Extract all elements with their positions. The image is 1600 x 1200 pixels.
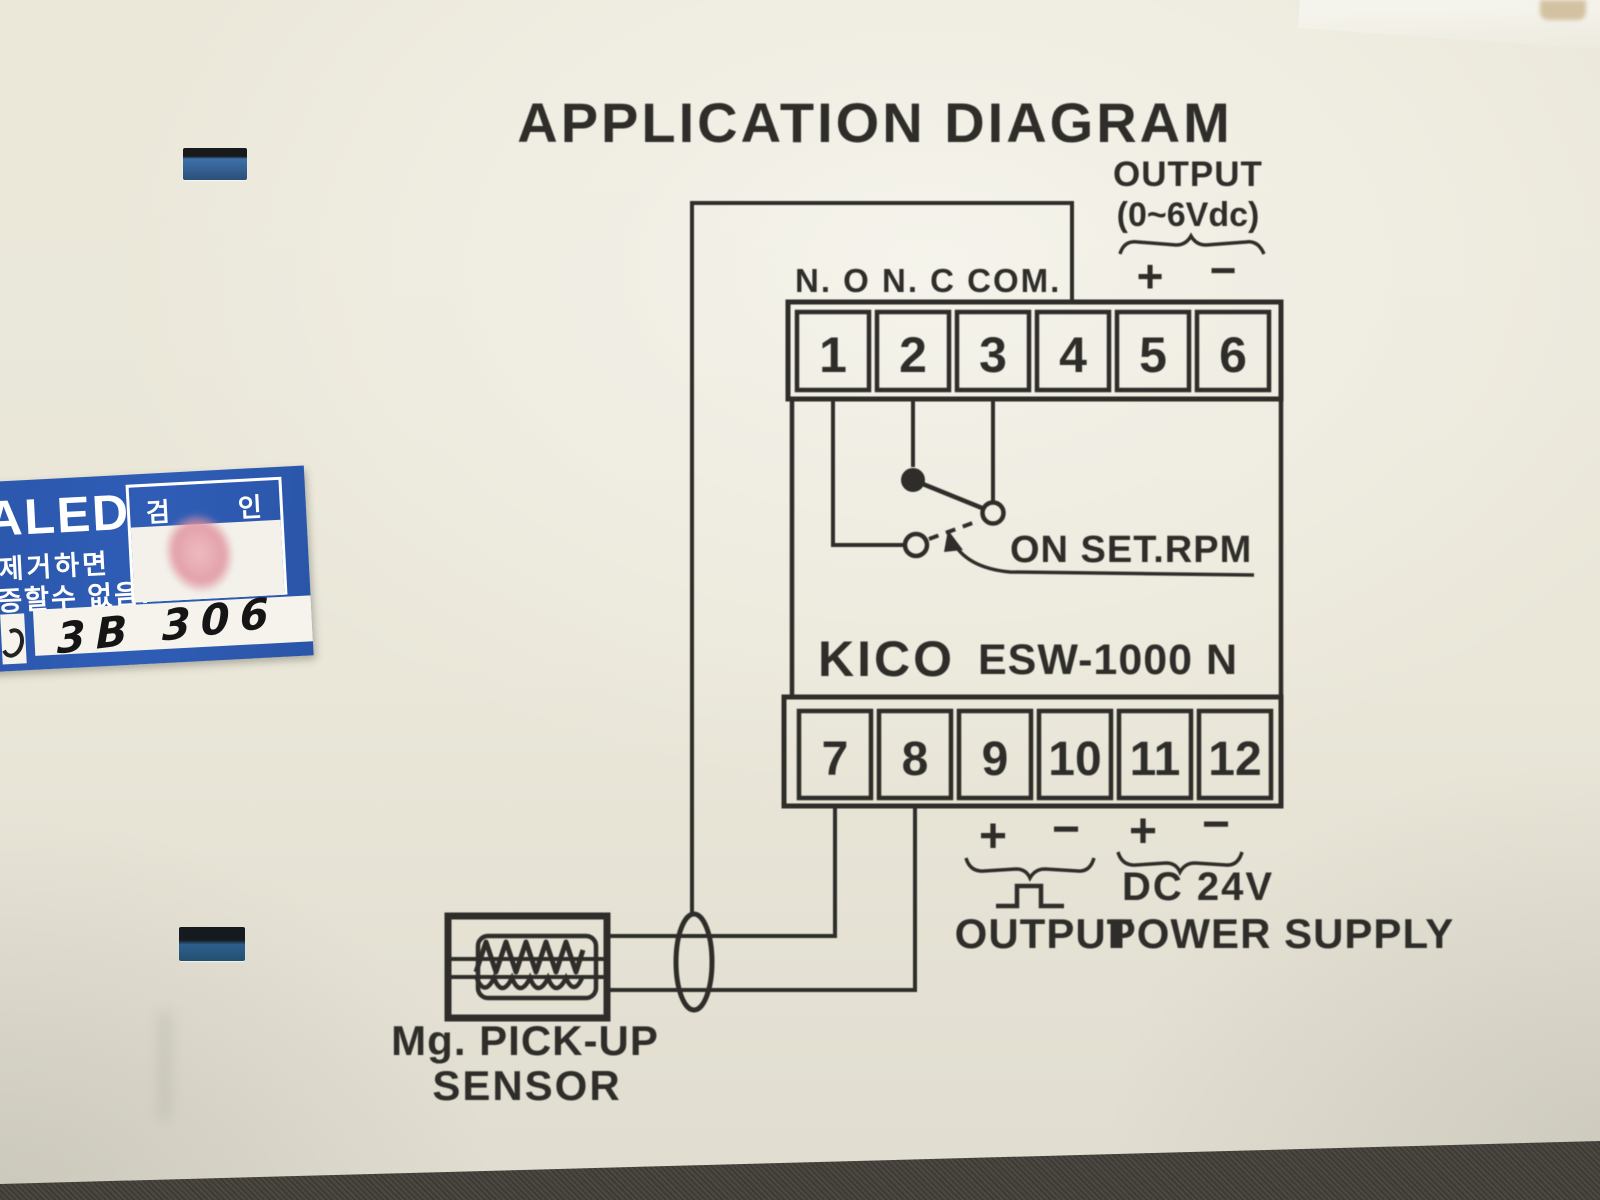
terminal-8: 8 — [902, 733, 929, 786]
wire-terminal-7 — [604, 806, 837, 938]
device-edge-tan-patch — [1540, 0, 1586, 20]
contact-labels: N. O N. C COM. — [795, 262, 1061, 299]
output-top-brace — [1118, 232, 1266, 255]
brand-logo: KICO — [818, 631, 955, 687]
terminal-9: 9 — [982, 733, 1009, 786]
power-voltage: DC 24V — [1122, 865, 1274, 909]
terminal-12: 12 — [1208, 733, 1261, 786]
terminal-4: 4 — [1059, 327, 1087, 383]
coil-winding-bottom — [473, 972, 585, 991]
terminal-5: 5 — [1139, 327, 1167, 383]
sensor-wiring — [604, 806, 917, 1013]
cable-bundle-symbol — [673, 911, 715, 1013]
switch-note: ON SET.RPM — [1010, 529, 1252, 571]
sensor-label-line2: SENSOR — [432, 1062, 621, 1109]
output-top-plus: + — [1137, 250, 1164, 302]
pulse-plus: + — [979, 810, 1007, 863]
wire-terminal-8 — [604, 806, 917, 992]
pulse-waveform-icon — [996, 883, 1064, 909]
pulse-output-annotation: + − OUTPUT — [955, 803, 1134, 957]
power-plus: + — [1129, 805, 1157, 858]
terminal-3: 3 — [979, 327, 1007, 383]
vent-slot-top — [183, 148, 247, 180]
vent-slot-bottom — [179, 927, 245, 961]
sensor-label-line1: Mg. PICK-UP — [391, 1017, 659, 1064]
shield-wire — [690, 201, 1074, 916]
pulse-minus: − — [1052, 803, 1080, 856]
switch-arm — [912, 477, 983, 511]
terminal-block-bottom: 7 8 9 10 11 12 — [781, 694, 1284, 809]
note-arrowhead — [944, 530, 963, 552]
terminal-11: 11 — [1130, 733, 1181, 786]
coil-winding — [473, 939, 586, 975]
power-supply-label: POWER SUPPLY — [1108, 910, 1455, 957]
power-brace — [1116, 851, 1244, 876]
output-top-range: (0~6Vdc) — [1117, 196, 1260, 234]
terminal-2: 2 — [899, 327, 927, 383]
terminal-1: 1 — [819, 327, 847, 383]
surface-smudge — [158, 1010, 172, 1120]
model-number: ESW-1000 N — [978, 636, 1238, 684]
terminal-7: 7 — [822, 733, 849, 786]
diagram-title: APPLICATION DIAGRAM — [517, 91, 1233, 154]
output-top-minus: − — [1210, 244, 1237, 296]
switch-arm-alt-position — [928, 519, 979, 541]
output-top-label: OUTPUT — [1113, 155, 1263, 194]
power-supply-annotation: + − DC 24V POWER SUPPLY — [1108, 798, 1455, 957]
relay-switch-symbol: ON SET.RPM — [831, 399, 1255, 577]
contact-no — [902, 531, 930, 559]
pulse-brace — [964, 857, 1096, 882]
pickup-sensor-symbol — [444, 912, 611, 1022]
terminal-10: 10 — [1048, 733, 1101, 786]
pulse-output-label: OUTPUT — [955, 910, 1134, 957]
terminal-block-top: 1 2 3 4 5 6 — [785, 299, 1284, 402]
contact-nc — [980, 500, 1006, 526]
power-minus: − — [1202, 798, 1230, 851]
terminal-6: 6 — [1219, 327, 1247, 383]
